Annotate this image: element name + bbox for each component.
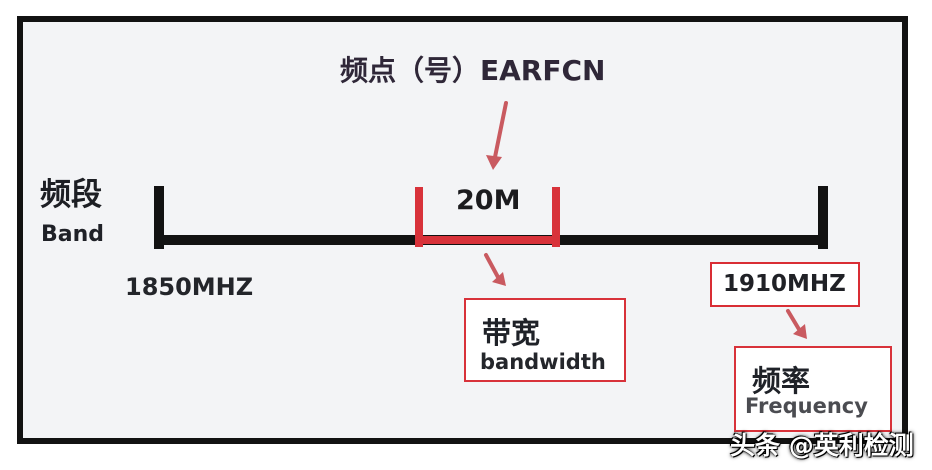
band-chinese-label: 频段 [40,177,102,213]
watermark-label: 头条 @英利检测 [730,431,914,460]
frequency-right-label: 1910MHZ [710,262,860,307]
frequency-english-label: Frequency [745,394,868,418]
band-english-label: Band [41,222,105,247]
diagram-frame [17,16,908,444]
bandwidth-chinese-label: 带宽 [482,316,541,350]
frequency-chinese-label: 频率 [752,364,811,398]
bandwidth-box: 带宽 bandwidth [464,298,626,382]
bandwidth-english-label: bandwidth [480,350,606,374]
frequency-box: 频率 Frequency [734,346,892,432]
earfcn-title: 频点（号）EARFCN [340,54,606,87]
bandwidth-marker-label: 20M [456,185,521,216]
frequency-left-label: 1850MHZ [125,273,254,301]
